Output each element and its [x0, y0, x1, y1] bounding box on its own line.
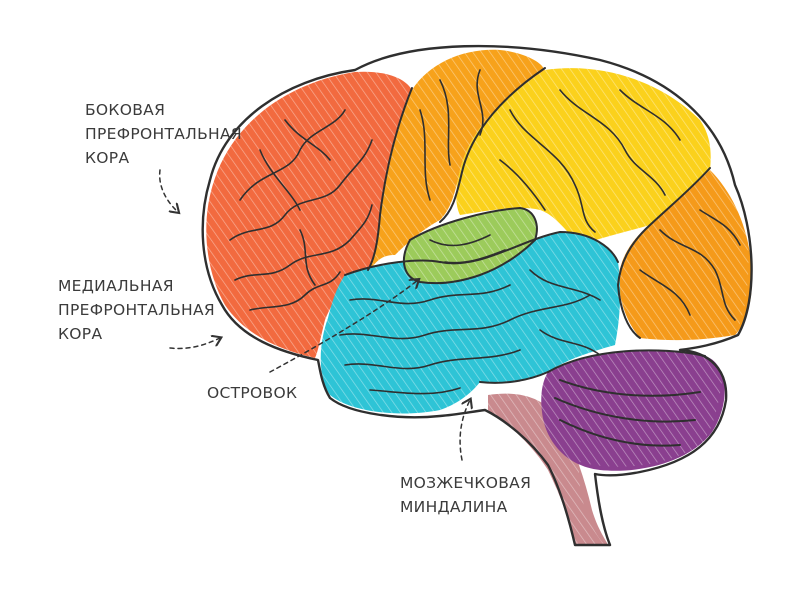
- label-medial-prefrontal-cortex: МЕДИАЛЬНАЯ ПРЕФРОНТАЛЬНАЯ КОРА: [58, 277, 215, 343]
- arrow-insula: [269, 280, 418, 373]
- arrow-amygdala: [459, 400, 470, 461]
- arrow-medial-prefrontal: [169, 338, 220, 350]
- label-lateral-prefrontal-cortex: БОКОВАЯ ПРЕФРОНТАЛЬНАЯ КОРА: [85, 101, 242, 167]
- arrow-lateral-prefrontal: [158, 169, 178, 212]
- gyri-lines: [229, 69, 741, 395]
- label-amygdala: МОЗЖЕЧКОВАЯ МИНДАЛИНА: [400, 474, 532, 516]
- label-insula: ОСТРОВОК: [207, 384, 298, 402]
- leader-arrows: [158, 169, 470, 461]
- lobe-boundaries: [344, 67, 711, 447]
- brain-outline: [201, 44, 753, 547]
- texture-overlay: [204, 48, 749, 545]
